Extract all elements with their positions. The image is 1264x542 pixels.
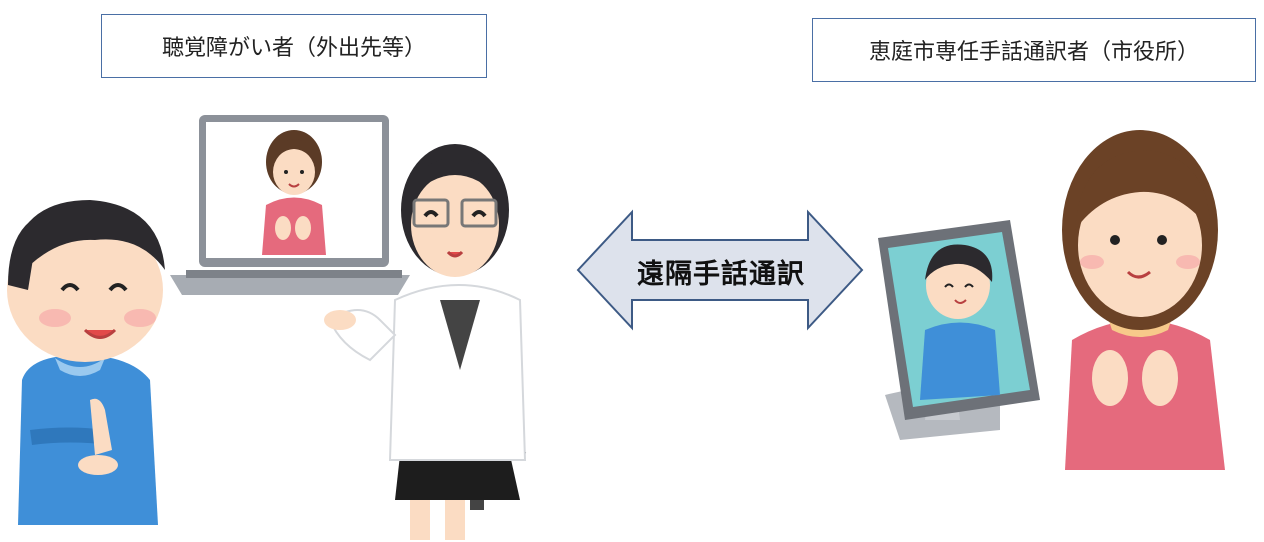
deaf-boy-illustration (7, 200, 165, 525)
laptop-screen-interpreter (262, 130, 326, 255)
laptop-illustration (170, 115, 410, 295)
tablet-screen-boy (920, 244, 1000, 400)
staff-woman-illustration (324, 144, 527, 540)
interpreter-label: 恵庭市専任手話通訳者（市役所） (812, 18, 1256, 82)
tablet-monitor-illustration (878, 220, 1040, 440)
bidirectional-arrow (576, 209, 864, 331)
remote-interpretation-label: 遠隔手話通訳 (637, 259, 805, 290)
sign-language-interpreter-illustration (1062, 130, 1225, 470)
deaf-person-label: 聴覚障がい者（外出先等） (101, 14, 487, 78)
